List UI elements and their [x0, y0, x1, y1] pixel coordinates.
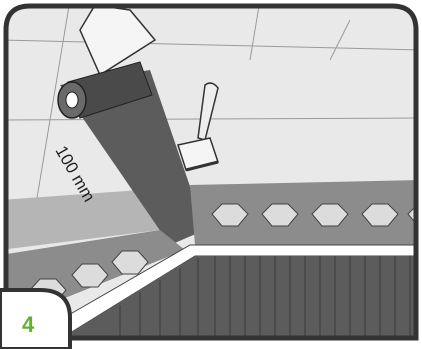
- step-badge: [0, 290, 70, 349]
- step-number: 4: [22, 312, 35, 337]
